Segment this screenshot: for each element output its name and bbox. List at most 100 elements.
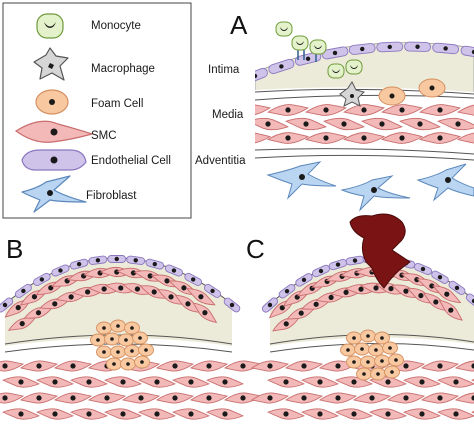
- media-label: Media: [212, 109, 244, 121]
- legend-label-macrophage: Macrophage: [91, 63, 155, 75]
- panel-a-endothelial-cell: [321, 46, 349, 60]
- c-plaque-smc: [438, 299, 463, 321]
- panel-c-letter: C: [246, 234, 265, 264]
- b-foam-cell: [124, 344, 140, 358]
- c-foam-cell: [368, 343, 384, 357]
- c-media-smc: [454, 360, 474, 372]
- b-foam-cell: [104, 332, 120, 346]
- c-foam-cell: [382, 341, 398, 355]
- panel-a-smc-cell: [304, 132, 348, 144]
- panel-b-foam-core: [90, 319, 154, 371]
- c-media-smc: [300, 408, 340, 420]
- b-media-smc: [69, 408, 109, 420]
- panel-b-letter: B: [6, 234, 23, 264]
- c-media-smc: [402, 376, 442, 388]
- b-media-smc: [189, 360, 229, 372]
- legend: Monocyte Macrophage Foam Cell SMC Endoth…: [2, 2, 192, 219]
- foam-cell-icon: [35, 89, 69, 115]
- c-endothelial-cell: [448, 280, 466, 295]
- b-endothelial-cell: [51, 264, 70, 277]
- b-media-smc: [121, 392, 161, 404]
- c-media-smc: [420, 360, 460, 372]
- b-media-smc: [87, 392, 127, 404]
- b-foam-cell: [124, 321, 140, 335]
- b-foam-cell: [120, 357, 136, 371]
- monocyte-icon: [36, 13, 64, 39]
- c-foam-cell: [346, 331, 362, 345]
- c-foam-cell: [356, 367, 372, 381]
- c-endothelial-cell: [295, 273, 313, 287]
- b-media-smc: [1, 376, 41, 388]
- c-media-smc: [386, 392, 426, 404]
- c-media-smc: [368, 408, 408, 420]
- panel-a-endothelial-cell: [268, 58, 295, 75]
- c-media-smc: [266, 376, 306, 388]
- b-foam-cell: [138, 343, 154, 357]
- c-media-smc: [284, 392, 324, 404]
- b-endothelial-cell: [88, 255, 108, 265]
- c-foam-cell: [374, 331, 390, 345]
- panel-a-smc-cell: [437, 117, 474, 131]
- c-foam-cell: [346, 355, 362, 369]
- intima-label: Intima: [208, 64, 240, 76]
- panel-a-fibroblasts: [266, 161, 474, 212]
- panel-a-smc-cell: [418, 104, 462, 116]
- b-media-smc: [189, 392, 229, 404]
- c-endothelial-cell: [413, 262, 433, 276]
- panel-a-endothelial-cell: [294, 51, 322, 66]
- panel-a-endothelial-cell: [376, 41, 404, 53]
- panel-a-smc-cell: [456, 132, 474, 144]
- b-endothelial-cell: [107, 255, 127, 263]
- b-foam-cell: [110, 345, 126, 359]
- panel-a-monocytes: [275, 21, 363, 79]
- b-endothelial-cell: [223, 297, 241, 313]
- c-cap-smc: [432, 285, 462, 304]
- b-media-smc: [223, 392, 263, 404]
- b-media-smc: [53, 360, 93, 372]
- panel-a-smc-cell: [266, 132, 310, 144]
- fibroblast-icon: [21, 175, 87, 213]
- b-media-smc: [103, 408, 143, 420]
- panel-b-endothelium: [0, 255, 241, 313]
- c-foam-cell: [360, 355, 376, 369]
- b-media-smc: [137, 376, 177, 388]
- endothelial-cell-icon: [21, 149, 87, 171]
- panel-a-smc-cell: [255, 132, 272, 144]
- b-foam-cell: [132, 331, 148, 345]
- legend-label-endothelial-cell: Endothelial Cell: [91, 155, 171, 167]
- panel-a-endothelial-cell: [255, 67, 268, 85]
- panel-a-smc-cell: [361, 117, 403, 131]
- b-media-smc: [103, 376, 143, 388]
- b-media-smc: [69, 376, 109, 388]
- c-foam-cell: [384, 365, 400, 379]
- b-media-smc: [1, 408, 41, 420]
- b-foam-cell: [118, 333, 134, 347]
- b-media-smc: [0, 360, 25, 372]
- c-media-smc: [318, 392, 358, 404]
- panel-a-smc-cell: [304, 104, 348, 116]
- b-media-smc: [19, 392, 59, 404]
- c-endothelial-cell: [431, 270, 449, 284]
- b-endothelial-cell: [33, 272, 51, 287]
- adventitia-label: Adventitia: [195, 155, 246, 167]
- panel-a-smc-cell: [255, 104, 272, 116]
- c-media-smc: [420, 392, 460, 404]
- b-media-smc: [35, 376, 75, 388]
- panel-c-smc-cells: [250, 266, 474, 420]
- b-foam-cell: [90, 333, 106, 347]
- b-media-smc: [205, 408, 245, 420]
- legend-label-foam-cell: Foam Cell: [91, 98, 143, 110]
- b-endothelial-cell: [14, 283, 32, 299]
- panel-a-smc-cell: [255, 117, 289, 131]
- c-endothelial-cell: [278, 284, 296, 299]
- legend-label-monocyte: Monocyte: [91, 20, 141, 32]
- c-media-smc: [300, 376, 340, 388]
- b-endothelial-cell: [184, 272, 203, 286]
- b-foam-cell: [110, 319, 126, 333]
- b-media-smc: [53, 392, 93, 404]
- panel-a-smc-cell: [380, 132, 424, 144]
- legend-label-smc: SMC: [91, 130, 117, 142]
- c-media-smc: [284, 360, 324, 372]
- b-cap-smc: [186, 288, 216, 306]
